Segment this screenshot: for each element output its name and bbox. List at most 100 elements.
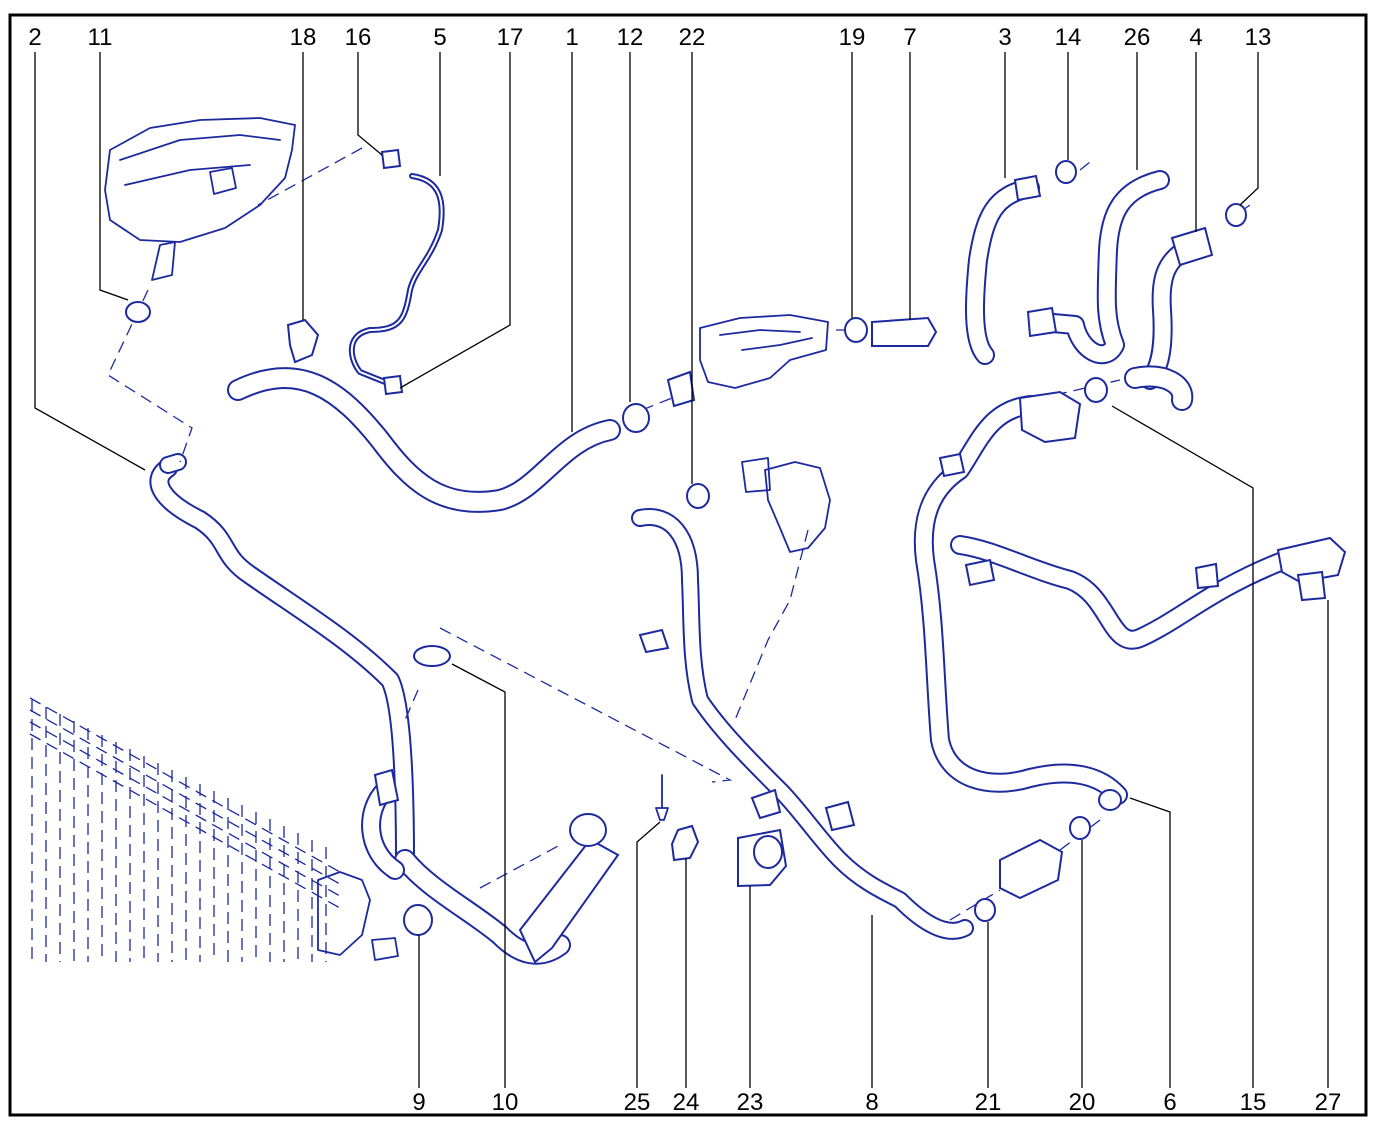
callout-9: 9 — [412, 1089, 425, 1116]
valve-block-20 — [999, 838, 1064, 900]
hose-4-fill — [1142, 242, 1193, 388]
clamp-11 — [125, 301, 151, 323]
callout-18: 18 — [290, 24, 317, 51]
hose-2-fill — [151, 460, 413, 868]
leader-line — [1129, 797, 1171, 1088]
callout-1: 1 — [565, 24, 578, 51]
hose-15-fill — [915, 397, 1126, 803]
callout-6: 6 — [1163, 1089, 1176, 1116]
expansion-tank-ridge — [124, 164, 251, 186]
callout-4: 4 — [1189, 24, 1202, 51]
callout-2: 2 — [28, 24, 41, 51]
water-outlet-housing — [741, 457, 831, 553]
alignment-line — [1054, 379, 1121, 396]
clamp-21 — [974, 898, 996, 922]
callout-leaders — [34, 52, 1329, 1088]
hose-clip — [638, 628, 670, 654]
thermostat-housing-detail — [719, 329, 801, 336]
hose-26-fill — [1034, 172, 1168, 363]
thermostat-housing — [699, 314, 829, 389]
leader-line — [34, 52, 146, 471]
clamp-15 — [1084, 377, 1108, 403]
hose-clip — [964, 558, 996, 587]
clamp-12 — [622, 403, 650, 433]
water-outlet-stub — [741, 457, 771, 493]
callout-16: 16 — [345, 24, 372, 51]
clamp-14 — [1055, 160, 1077, 184]
callout-27: 27 — [1315, 1089, 1342, 1116]
clamp-10 — [413, 645, 451, 667]
thermostat-housing-body — [699, 314, 829, 389]
callout-20: 20 — [1069, 1089, 1096, 1116]
hose-elbow — [373, 768, 400, 807]
leader-line — [451, 663, 506, 1088]
callout-8: 8 — [865, 1089, 878, 1116]
hose-clip — [824, 800, 856, 832]
clamp-17 — [382, 374, 404, 396]
hose-5-fill — [350, 175, 443, 383]
radiator-top-edge — [29, 709, 341, 885]
callout-15: 15 — [1240, 1089, 1267, 1116]
callout-25: 25 — [624, 1089, 651, 1116]
clamp-13 — [1225, 203, 1247, 227]
clamp-20 — [1069, 816, 1091, 840]
alignment-line — [439, 627, 733, 783]
callout-5: 5 — [433, 24, 446, 51]
hose-1-fill — [229, 369, 619, 511]
alignment-line — [404, 689, 419, 721]
tee-connector-27-branch — [1296, 570, 1327, 602]
heat-exchanger-port — [569, 813, 607, 847]
radiator-end-tank — [317, 871, 371, 956]
callout-26: 26 — [1124, 24, 1151, 51]
hose-group — [149, 170, 1290, 965]
radiator — [29, 697, 399, 962]
callout-23: 23 — [737, 1089, 764, 1116]
callout-17: 17 — [497, 24, 524, 51]
callout-19: 19 — [839, 24, 866, 51]
clip-18 — [286, 318, 320, 364]
connector-1 — [666, 370, 696, 408]
expansion-tank-body — [104, 117, 296, 243]
radiator-outlet — [371, 937, 399, 961]
callout-22: 22 — [679, 24, 706, 51]
callout-11: 11 — [88, 24, 113, 51]
alignment-line — [734, 529, 809, 721]
hose-2-top-fill — [161, 455, 185, 472]
tee-connector-27 — [1276, 536, 1347, 584]
radiator-top-edge — [29, 721, 341, 897]
expansion-tank — [104, 117, 296, 281]
callout-3: 3 — [998, 24, 1011, 51]
hose-26-clamp — [1026, 306, 1058, 338]
hose-4-elbow-fill — [1126, 367, 1192, 409]
hose-5-outline — [348, 173, 445, 385]
callout-21: 21 — [975, 1089, 1002, 1116]
leader-line — [1239, 52, 1259, 206]
expansion-tank-outlet — [151, 241, 176, 281]
callout-12: 12 — [617, 24, 644, 51]
screw-25 — [655, 774, 669, 821]
leader-line — [99, 52, 129, 301]
clamp-9 — [403, 904, 433, 936]
connector-4 — [1170, 226, 1214, 267]
water-outlet-housing-body — [764, 461, 831, 553]
callout-13: 13 — [1245, 24, 1272, 51]
hose-22-fill — [633, 510, 972, 938]
clamp-6 — [1098, 789, 1122, 811]
clip-24 — [670, 824, 700, 862]
alignment-line — [1079, 161, 1091, 171]
bracket-23-ring — [753, 835, 783, 869]
radiator-core-lines — [29, 697, 341, 962]
alignment-line — [257, 147, 363, 206]
callout-10: 10 — [492, 1089, 519, 1116]
leader-line — [636, 821, 661, 1088]
radiator-top-edge — [29, 733, 341, 909]
callout-24: 24 — [673, 1089, 700, 1116]
thermostat-housing-detail — [741, 337, 813, 351]
hose-clip — [750, 788, 782, 820]
callout-14: 14 — [1055, 24, 1082, 51]
expansion-tank-ridge — [119, 134, 281, 161]
clamp-19 — [844, 317, 868, 343]
leader-line — [357, 52, 383, 156]
clamp-16 — [380, 148, 402, 170]
